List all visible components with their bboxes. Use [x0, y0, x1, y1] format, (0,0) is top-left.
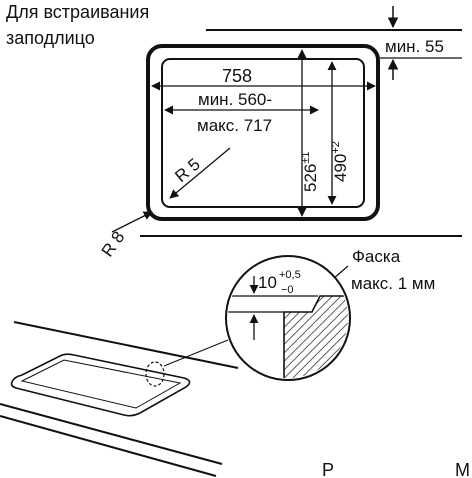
radius-outer-label: R 8: [98, 228, 129, 261]
depth-inner-label: 490+2: [330, 141, 350, 182]
perspective-hob-glass: [10, 353, 191, 417]
step-tol-lower: −0: [281, 284, 294, 296]
perspective-detail-marker: [145, 361, 165, 387]
radius-inner-leader: [169, 147, 231, 199]
footer-left-letter: P: [322, 460, 334, 478]
cutout-max-label: макс. 717: [197, 116, 272, 135]
radius-inner-label: R 5: [171, 154, 203, 186]
chamfer-value: макс. 1 мм: [351, 274, 435, 293]
outer-cutout-frame: [146, 44, 380, 221]
step-tol-upper: +0,5: [279, 269, 301, 281]
title-line-2: заподлицо: [6, 28, 95, 48]
width-label: 758: [222, 66, 252, 86]
cutout-min-label: мин. 560-: [198, 90, 272, 109]
radius-outer-leader: [111, 211, 153, 233]
perspective-worktop-front-edge-bottom: [0, 415, 217, 477]
step-label: 10: [258, 273, 277, 292]
perspective-hob-glass-inner: [20, 359, 182, 409]
perspective-worktop-back-edge: [13, 321, 239, 369]
min-top-label: мин. 55: [385, 37, 444, 56]
chamfer-title: Фаска: [352, 247, 401, 266]
inner-cutout-frame: [161, 58, 365, 208]
detail-connector-line: [163, 339, 229, 367]
footer-right-letter: M: [455, 460, 470, 478]
title-line-1: Для встраивания: [6, 2, 149, 22]
perspective-worktop-front-edge-top: [0, 403, 223, 465]
depth-outer-label: 526±1: [300, 151, 320, 192]
